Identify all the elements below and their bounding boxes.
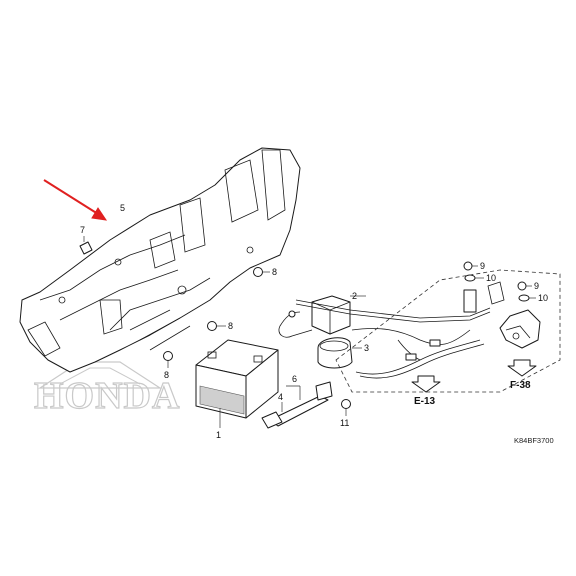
part-1-battery[interactable] xyxy=(195,339,279,428)
red-pointer-arrow xyxy=(43,179,108,221)
callout-9-left: 9 xyxy=(480,261,485,271)
part-8-bolt-middle[interactable] xyxy=(207,321,227,331)
callout-9-right: 9 xyxy=(534,281,539,291)
callout-7: 7 xyxy=(80,225,85,235)
part-4-terminal-cover[interactable] xyxy=(261,402,283,429)
honda-watermark-text: HONDA xyxy=(34,375,180,417)
reference-label-f38[interactable]: F-38 xyxy=(510,380,531,391)
part-11-bolt[interactable] xyxy=(341,399,351,417)
diagram-code: K84BF3700 xyxy=(514,436,554,445)
part-5-inner-fender[interactable] xyxy=(19,147,301,373)
reference-arrow-e13[interactable] xyxy=(411,375,441,393)
part-10-washer-right[interactable] xyxy=(518,294,536,302)
part-10-washer-left[interactable] xyxy=(464,274,484,282)
callout-10-right: 10 xyxy=(538,293,548,303)
callout-8-lower: 8 xyxy=(164,370,169,380)
part-2-starter-relay[interactable] xyxy=(278,295,366,338)
callout-3: 3 xyxy=(364,343,369,353)
callout-8-middle: 8 xyxy=(228,321,233,331)
honda-watermark-logo: HONDA xyxy=(33,361,180,418)
part-9-bolt-right[interactable] xyxy=(517,281,532,291)
assembly-outline xyxy=(335,269,561,393)
callout-11: 11 xyxy=(340,418,349,428)
reference-label-e13[interactable]: E-13 xyxy=(414,396,436,407)
callout-4: 4 xyxy=(278,392,283,402)
part-8-bolt-upper[interactable] xyxy=(253,267,271,277)
callout-6: 6 xyxy=(292,374,297,384)
callout-2: 2 xyxy=(352,291,357,301)
callout-8-upper: 8 xyxy=(272,267,277,277)
part-8-bolt-lower[interactable] xyxy=(163,351,173,369)
part-9-bolt-left[interactable] xyxy=(463,261,478,271)
callout-10-left: 10 xyxy=(486,273,496,283)
callout-1: 1 xyxy=(216,430,221,440)
reference-arrow-f38[interactable] xyxy=(507,359,537,377)
wire-harness[interactable] xyxy=(295,281,505,379)
part-3-relay-unit[interactable] xyxy=(317,337,362,369)
callout-5: 5 xyxy=(120,203,125,213)
connector-bracket[interactable] xyxy=(499,309,541,349)
part-7-clip[interactable] xyxy=(79,236,93,255)
